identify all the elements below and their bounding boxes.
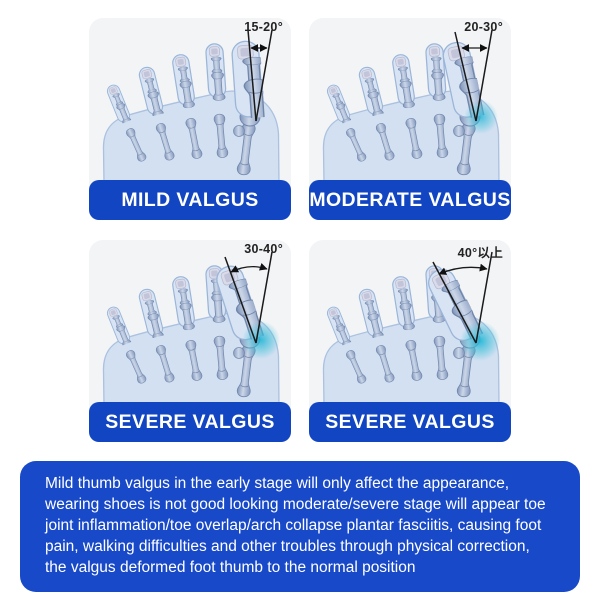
stage-banner: SEVERE VALGUS [89,402,291,442]
angle-arrow [438,263,488,275]
bunion-highlight [460,321,500,361]
stage-banner-label: MODERATE VALGUS [309,188,511,211]
stages-grid: 15-20° MILD VALGUS 20-30° MOD [89,18,511,442]
valgus-angle-annotation [432,251,493,344]
valgus-angle-annotation [224,251,273,344]
stage-panel-severe-40plus: 40°以上 SEVERE VALGUS [309,240,511,442]
angle-arrow [230,263,268,273]
foot-xray-moderate [309,29,511,184]
valgus-angle-annotation [454,29,493,122]
stage-banner: MILD VALGUS [89,180,291,220]
angle-label: 15-20° [244,20,283,34]
stage-banner: MODERATE VALGUS [309,180,511,220]
angle-label: 40°以上 [457,246,503,260]
stage-panel-moderate: 20-30° MODERATE VALGUS [309,18,511,220]
angle-label: 30-40° [244,242,283,256]
foot-xray-severe [89,251,280,406]
description-text: Mild thumb valgus in the early stage wil… [45,475,546,577]
stage-panel-severe: 30-40° SEVERE VALGUS [89,240,291,442]
stage-banner: SEVERE VALGUS [309,402,511,442]
stage-banner-label: SEVERE VALGUS [325,410,495,433]
bunion-highlight [242,321,280,359]
stage-banner-label: SEVERE VALGUS [105,410,275,433]
foot-xray-severe-40plus [309,251,500,406]
description-box: Mild thumb valgus in the early stage wil… [20,461,580,593]
valgus-angle-annotation [247,29,273,122]
bunion-highlight [464,100,498,134]
foot-xray-mild [89,29,291,184]
stage-panel-mild: 15-20° MILD VALGUS [89,18,291,220]
stage-banner-label: MILD VALGUS [121,188,259,211]
angle-label: 20-30° [464,20,503,34]
